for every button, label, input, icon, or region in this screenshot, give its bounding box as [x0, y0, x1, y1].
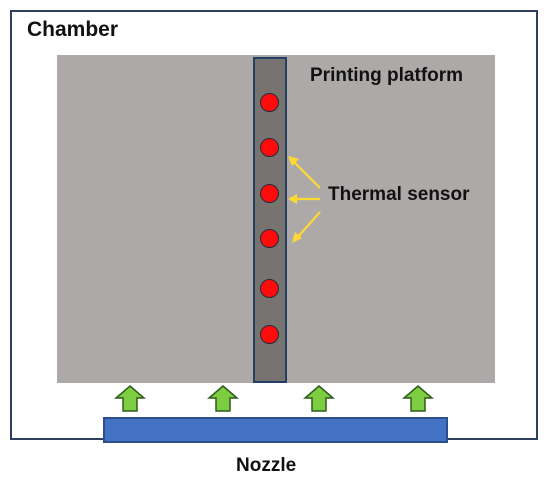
- thermal-sensor-label: Thermal sensor: [328, 184, 470, 205]
- chamber-label: Chamber: [27, 18, 119, 41]
- thermal-sensor-dot: [260, 138, 279, 157]
- nozzle: [103, 417, 448, 443]
- thermal-sensor-dot: [260, 184, 279, 203]
- thermal-sensor-dot: [260, 325, 279, 344]
- nozzle-label: Nozzle: [236, 455, 297, 476]
- thermal-sensor-dot: [260, 93, 279, 112]
- thermal-sensor-dot: [260, 229, 279, 248]
- thermal-sensor-dot: [260, 279, 279, 298]
- printing-platform-label: Printing platform: [310, 65, 464, 86]
